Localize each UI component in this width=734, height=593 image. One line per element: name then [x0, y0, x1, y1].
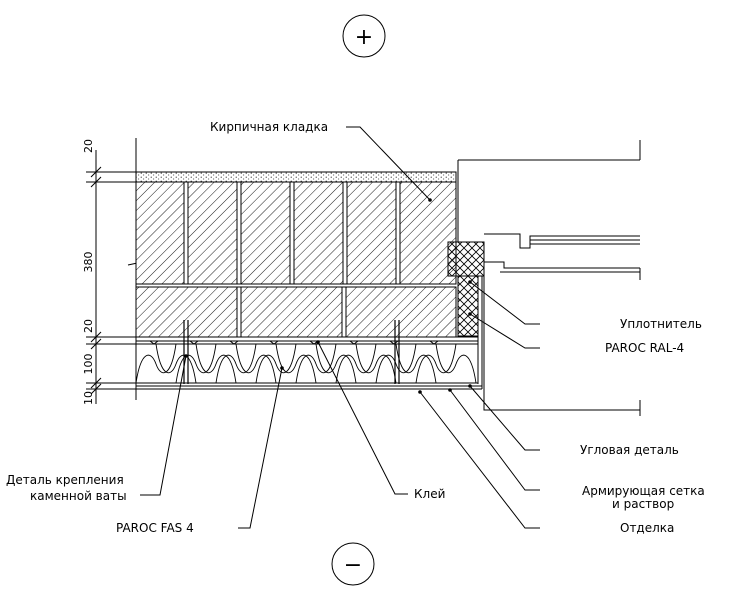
dimension-labels: 20 380 20 100 10	[82, 139, 95, 405]
plus-sign: +	[355, 25, 373, 50]
upper-brick-row	[135, 181, 457, 285]
minus-marker: −	[331, 542, 375, 586]
fastener-left	[183, 320, 189, 384]
insulation-layer	[135, 343, 478, 384]
minus-sign: −	[344, 553, 362, 578]
label-corner-detail: Угловая деталь	[580, 443, 679, 457]
window-frame	[447, 140, 641, 416]
leader-lines	[140, 126, 540, 529]
dimension-10: 10	[82, 391, 95, 405]
dimension-top-20: 20	[82, 139, 95, 153]
label-paroc-ral: PAROC RAL-4	[605, 341, 684, 355]
glue-layer	[136, 336, 478, 345]
dimension-chain	[86, 150, 136, 404]
label-mesh-line1: Армирующая сетка	[582, 484, 705, 498]
dimension-380: 380	[82, 252, 95, 273]
label-glue: Клей	[414, 487, 445, 501]
label-fastener-line2: каменной ваты	[30, 489, 127, 503]
label-fastener-line1: Деталь крепления	[6, 473, 124, 487]
fastener-right	[394, 320, 400, 384]
dimension-middle-20: 20	[82, 319, 95, 333]
label-paroc-fas: PAROC FAS 4	[116, 521, 194, 535]
lower-brick-row	[135, 286, 457, 338]
reveal-insulation-strip	[457, 275, 483, 389]
dimension-100: 100	[82, 354, 95, 375]
plus-marker: +	[342, 14, 386, 58]
label-brickwork: Кирпичная кладка	[210, 120, 328, 134]
label-mesh-line2: и раствор	[612, 497, 674, 511]
leader-dots	[184, 198, 472, 394]
label-finish: Отделка	[620, 521, 674, 535]
label-sealant: Уплотнитель	[620, 317, 702, 331]
render-layers	[136, 385, 482, 390]
